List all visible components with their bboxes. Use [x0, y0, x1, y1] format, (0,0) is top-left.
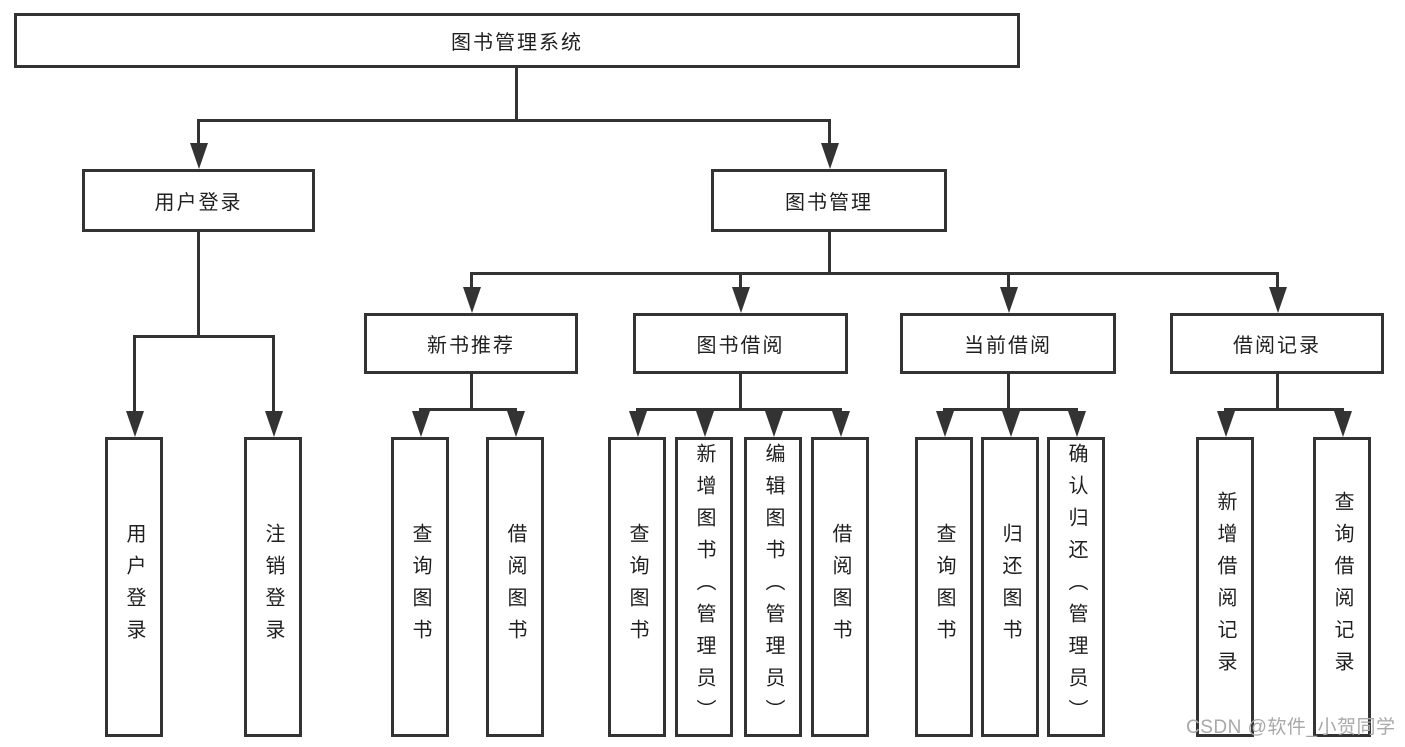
leaf-label: 注销登录: [262, 523, 284, 651]
leaf-label: 借阅图书: [504, 523, 526, 651]
connector-line: [764, 408, 783, 437]
arrow-down-icon: [264, 411, 283, 437]
leaf-label: 编辑图书（管理员）: [762, 443, 784, 731]
connector-line: [515, 68, 518, 119]
leaf-label: 查询图书: [409, 523, 431, 651]
connector-line: [636, 408, 842, 411]
connector-line: [1067, 408, 1086, 437]
connector-line: [462, 272, 481, 313]
connector-line: [1268, 272, 1287, 313]
connector-line: [411, 408, 430, 437]
node-borrow-records: 借阅记录: [1170, 313, 1384, 374]
arrow-down-icon: [462, 287, 481, 313]
csdn-watermark: CSDN @软件_小贺同学: [1186, 717, 1396, 738]
connector-line: [506, 408, 525, 437]
arrow-down-icon: [999, 287, 1018, 313]
arrow-down-icon: [764, 411, 783, 437]
connector-line: [820, 119, 839, 169]
node-user-login: 用户登录: [82, 169, 315, 232]
arrow-down-icon: [695, 411, 714, 437]
leaf-bb-add-books-admin: 新增图书（管理员）: [675, 437, 733, 737]
node-label: 图书管理系统: [451, 32, 583, 54]
leaf-label: 查询借阅记录: [1331, 491, 1353, 683]
node-new-book-recommend: 新书推荐: [364, 313, 578, 374]
connector-line: [1001, 408, 1020, 437]
connector-line: [695, 408, 714, 437]
node-book-management: 图书管理: [711, 169, 947, 232]
connector-line: [739, 374, 742, 408]
connector-line: [125, 335, 144, 437]
connector-line: [470, 374, 473, 408]
leaf-label: 查询图书: [626, 523, 648, 651]
leaf-bb-query-books: 查询图书: [608, 437, 666, 737]
connector-line: [189, 119, 208, 169]
connector-line: [1216, 408, 1235, 437]
leaf-cb-return-books: 归还图书: [981, 437, 1039, 737]
arrow-down-icon: [831, 411, 850, 437]
leaf-nbr-query-books: 查询图书: [391, 437, 449, 737]
node-book-borrowing: 图书借阅: [633, 313, 848, 374]
arrow-down-icon: [411, 411, 430, 437]
leaf-br-query-record: 查询借阅记录: [1313, 437, 1371, 737]
leaf-cb-confirm-return-admin: 确认归还（管理员）: [1047, 437, 1105, 737]
arrow-down-icon: [628, 411, 647, 437]
leaf-br-add-record: 新增借阅记录: [1196, 437, 1254, 737]
node-label: 用户登录: [154, 192, 243, 214]
leaf-label: 确认归还（管理员）: [1065, 443, 1087, 731]
connector-line: [999, 272, 1018, 313]
arrow-down-icon: [125, 411, 144, 437]
leaf-bb-edit-books-admin: 编辑图书（管理员）: [744, 437, 802, 737]
node-label: 借阅记录: [1233, 335, 1321, 357]
node-library-system: 图书管理系统: [14, 13, 1020, 68]
leaf-nbr-borrow-books: 借阅图书: [486, 437, 544, 737]
connector-line: [831, 408, 850, 437]
node-current-borrowing: 当前借阅: [900, 313, 1116, 374]
connector-line: [470, 272, 1278, 275]
arrow-down-icon: [1268, 287, 1287, 313]
connector-line: [935, 408, 954, 437]
connector-line: [1276, 374, 1279, 408]
leaf-label: 新增借阅记录: [1214, 491, 1236, 683]
connector-line: [197, 119, 830, 122]
connector-line: [133, 335, 275, 338]
arrow-down-icon: [189, 143, 208, 169]
leaf-label: 新增图书（管理员）: [693, 443, 715, 731]
connector-line: [1007, 374, 1010, 408]
connector-line: [264, 335, 283, 437]
arrow-down-icon: [1333, 411, 1352, 437]
leaf-user-login: 用户登录: [105, 437, 163, 737]
arrow-down-icon: [731, 287, 750, 313]
node-label: 图书借阅: [696, 335, 785, 357]
connector-line: [419, 408, 517, 411]
arrow-down-icon: [935, 411, 954, 437]
leaf-label: 归还图书: [999, 523, 1021, 651]
leaf-bb-borrow-books: 借阅图书: [811, 437, 869, 737]
node-label: 当前借阅: [964, 335, 1052, 357]
node-label: 新书推荐: [427, 335, 515, 357]
connector-line: [628, 408, 647, 437]
connector-line: [731, 272, 750, 313]
connector-line: [1224, 408, 1344, 411]
arrow-down-icon: [1067, 411, 1086, 437]
leaf-label: 查询图书: [933, 523, 955, 651]
arrow-down-icon: [506, 411, 525, 437]
leaf-label: 用户登录: [123, 523, 145, 651]
node-label: 图书管理: [785, 192, 873, 214]
connector-line: [828, 232, 831, 272]
connector-line: [197, 232, 200, 335]
leaf-label: 借阅图书: [829, 523, 851, 651]
leaf-cb-query-books: 查询图书: [915, 437, 973, 737]
arrow-down-icon: [1001, 411, 1020, 437]
connector-line: [1333, 408, 1352, 437]
arrow-down-icon: [1216, 411, 1235, 437]
arrow-down-icon: [820, 143, 839, 169]
leaf-logout: 注销登录: [244, 437, 302, 737]
